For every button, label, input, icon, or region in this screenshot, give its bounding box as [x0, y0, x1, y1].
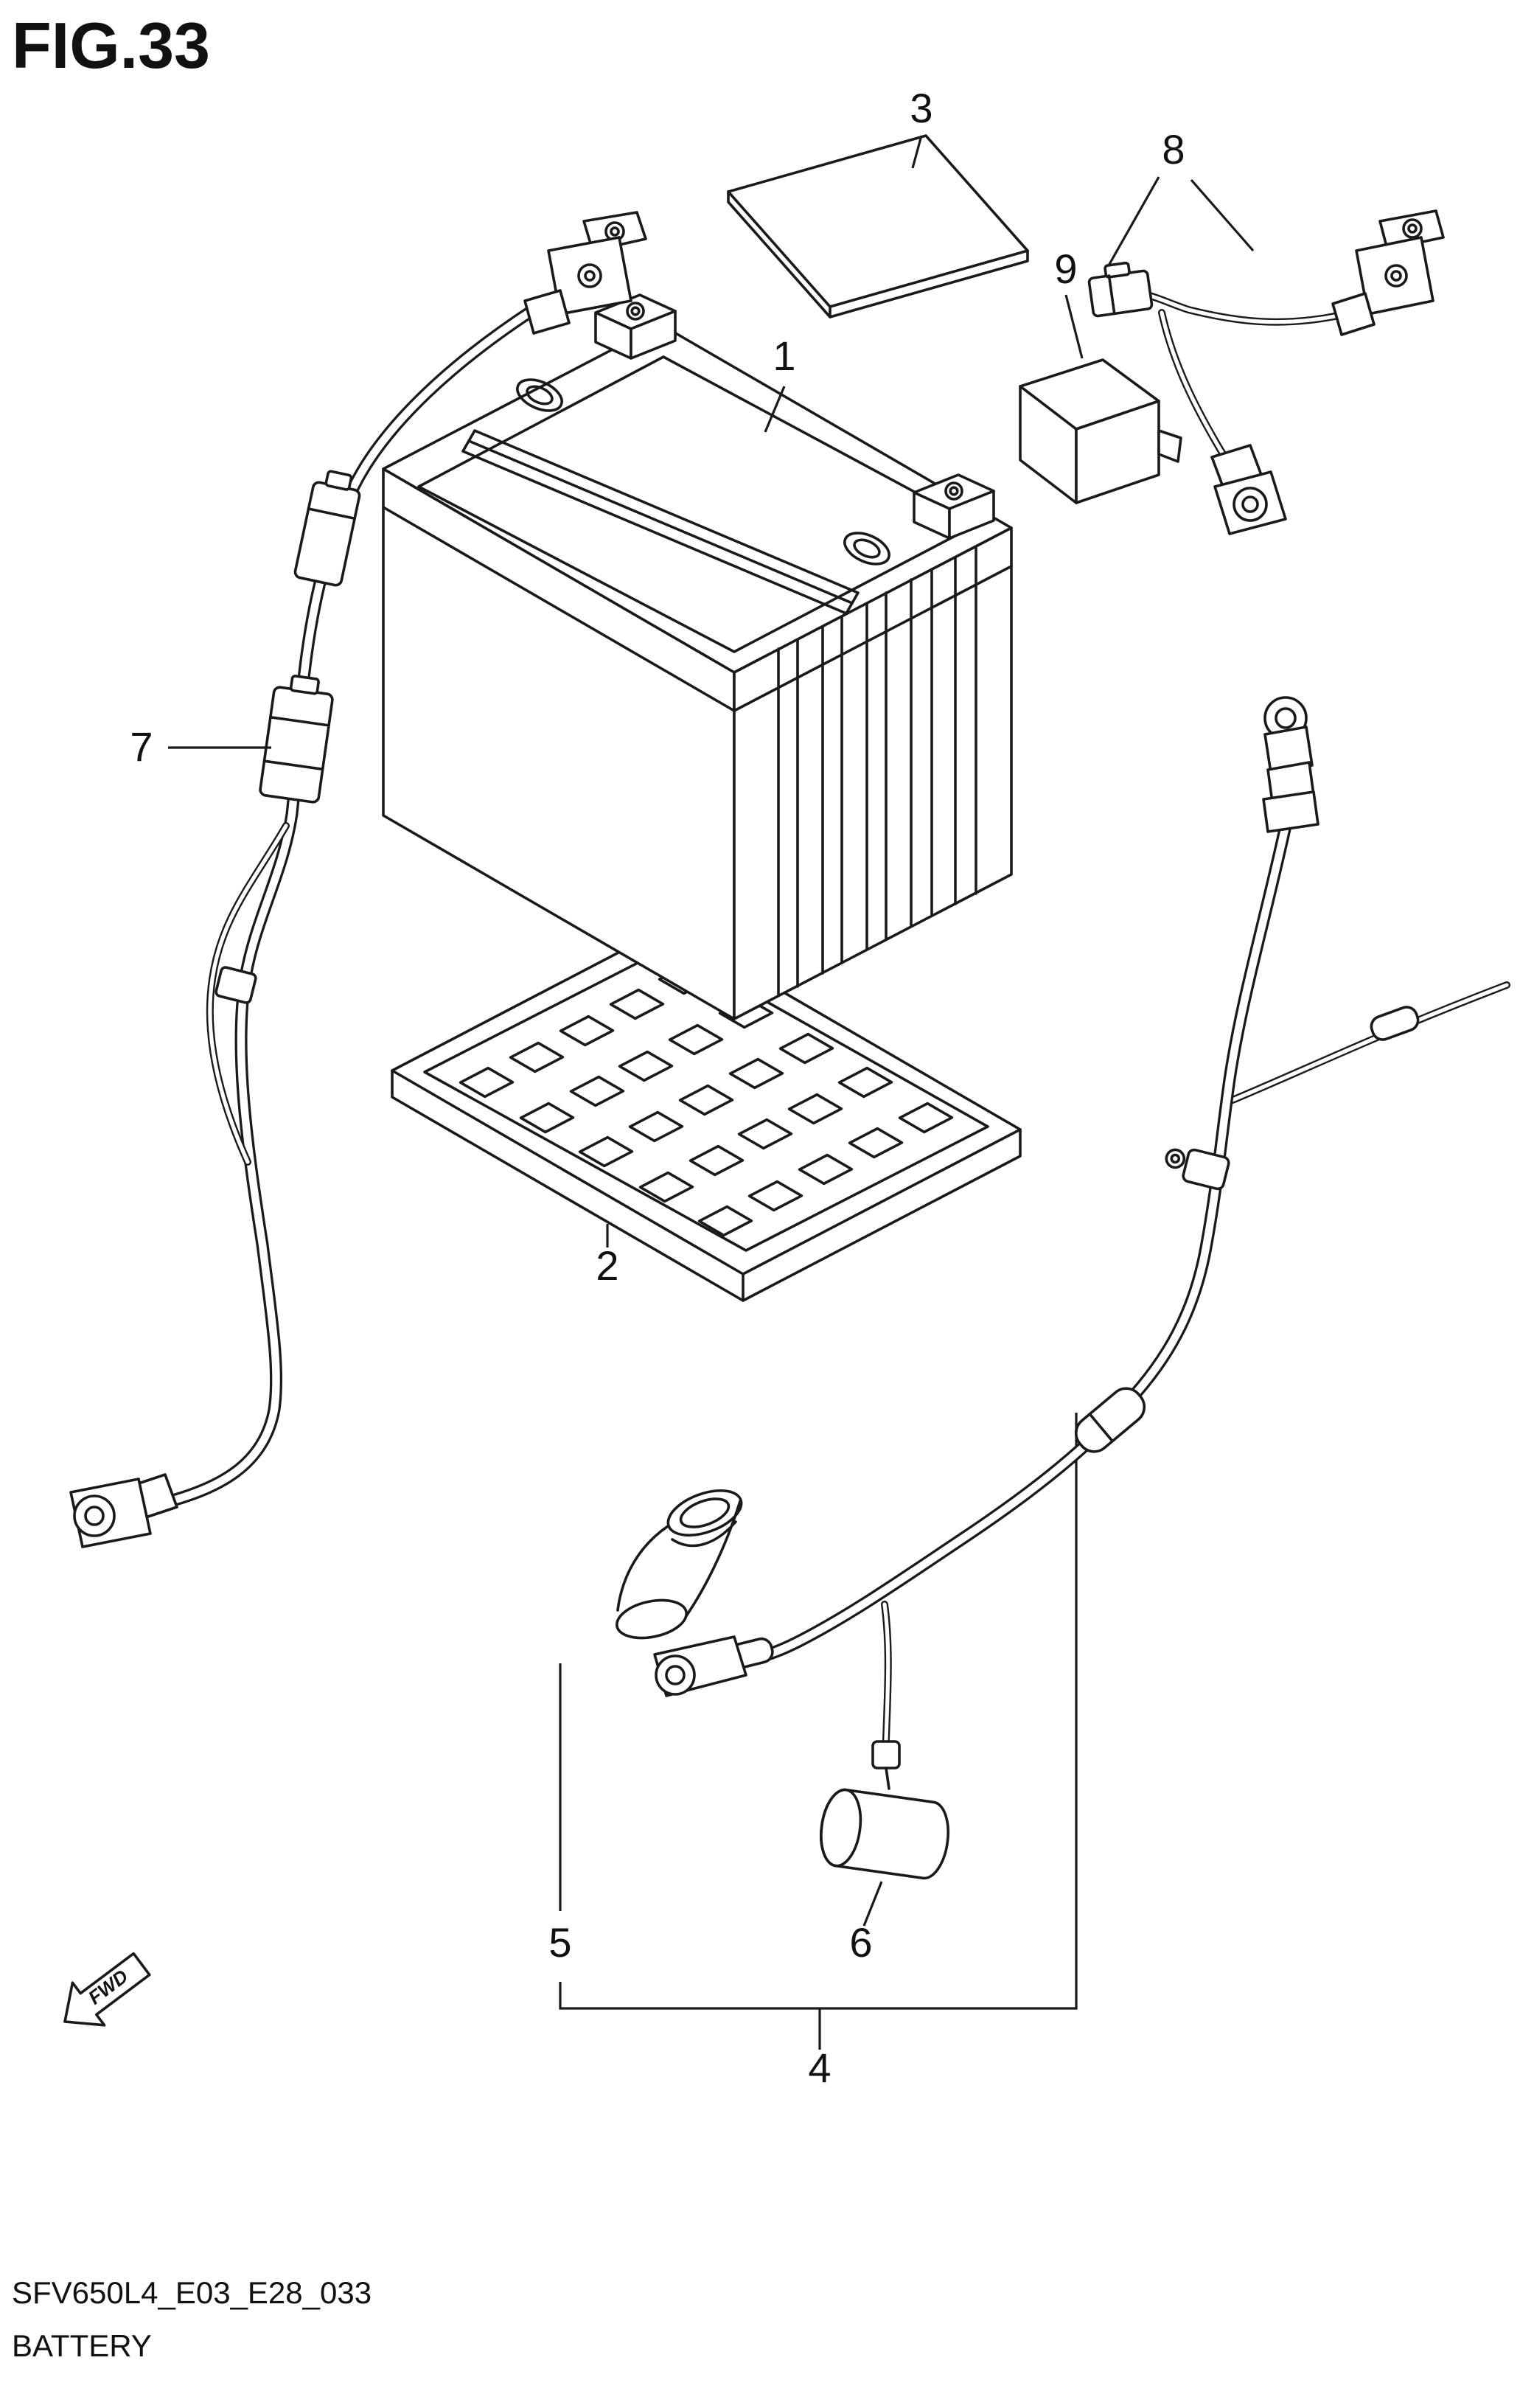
callout-7: 7: [130, 723, 271, 770]
part-label-8: 8: [1162, 126, 1185, 173]
battery-clamp-icon: [523, 211, 647, 335]
part-5-boot-drawing: [615, 1489, 743, 1640]
connector-icon: [1087, 261, 1154, 318]
part-2-battery-tray-drawing: [391, 925, 1022, 1302]
figure-title: FIG.33: [12, 9, 210, 82]
doc-code: SFV650L4_E03_E28_033: [12, 2275, 372, 2310]
callout-4: 4: [808, 2008, 832, 2091]
part-label-7: 7: [130, 723, 153, 770]
filler-cap-icon: [516, 378, 563, 412]
part-label-6: 6: [849, 1919, 872, 1966]
battery-clamp-icon: [1331, 209, 1445, 336]
battery-terminal-icon: [913, 473, 995, 540]
part-label-1: 1: [773, 333, 795, 379]
callout-5: 5: [548, 1919, 571, 1966]
callout-3: 3: [910, 85, 933, 169]
callout-9: 9: [1054, 246, 1084, 359]
crimp-sleeve-icon: [1370, 1006, 1420, 1041]
cable-clamp-icon: [1165, 1148, 1230, 1191]
part-3-plate-drawing: [727, 134, 1029, 319]
part-label-3: 3: [910, 85, 932, 131]
part-7-battery-cable-drawing: [69, 211, 647, 1548]
cable-band-icon: [215, 966, 257, 1004]
part-label-9: 9: [1054, 246, 1077, 292]
ring-terminal-icon: [1262, 696, 1319, 833]
callout-8: 8: [1107, 126, 1255, 266]
connector-sleeve-icon: [1074, 1387, 1146, 1453]
callout-6: 6: [849, 1881, 883, 1966]
part-4-cable-assembly-drawing: [615, 696, 1507, 1880]
ring-terminal-icon: [653, 1635, 747, 1697]
callout-2: 2: [596, 1224, 619, 1289]
ring-terminal-icon: [69, 1473, 178, 1548]
ring-terminal-icon: [1210, 444, 1287, 535]
doc-title: BATTERY: [12, 2328, 152, 2363]
part-label-2: 2: [596, 1242, 618, 1289]
connector-icon: [293, 470, 361, 587]
part-label-4: 4: [808, 2045, 831, 2091]
part-8-lead-wire-drawing: [1087, 209, 1445, 535]
part-label-5: 5: [548, 1919, 571, 1966]
part-4-bracket-outline: [559, 1413, 1078, 2010]
part-6-cylinder-drawing: [820, 1740, 949, 1880]
battery-terminal-icon: [594, 293, 677, 360]
connector-icon: [259, 675, 334, 804]
part-1-battery-drawing: [382, 293, 1013, 1020]
filler-cap-icon: [843, 532, 890, 566]
part-9-terminal-cover-drawing: [1019, 358, 1182, 504]
callout-1: 1: [764, 333, 796, 433]
